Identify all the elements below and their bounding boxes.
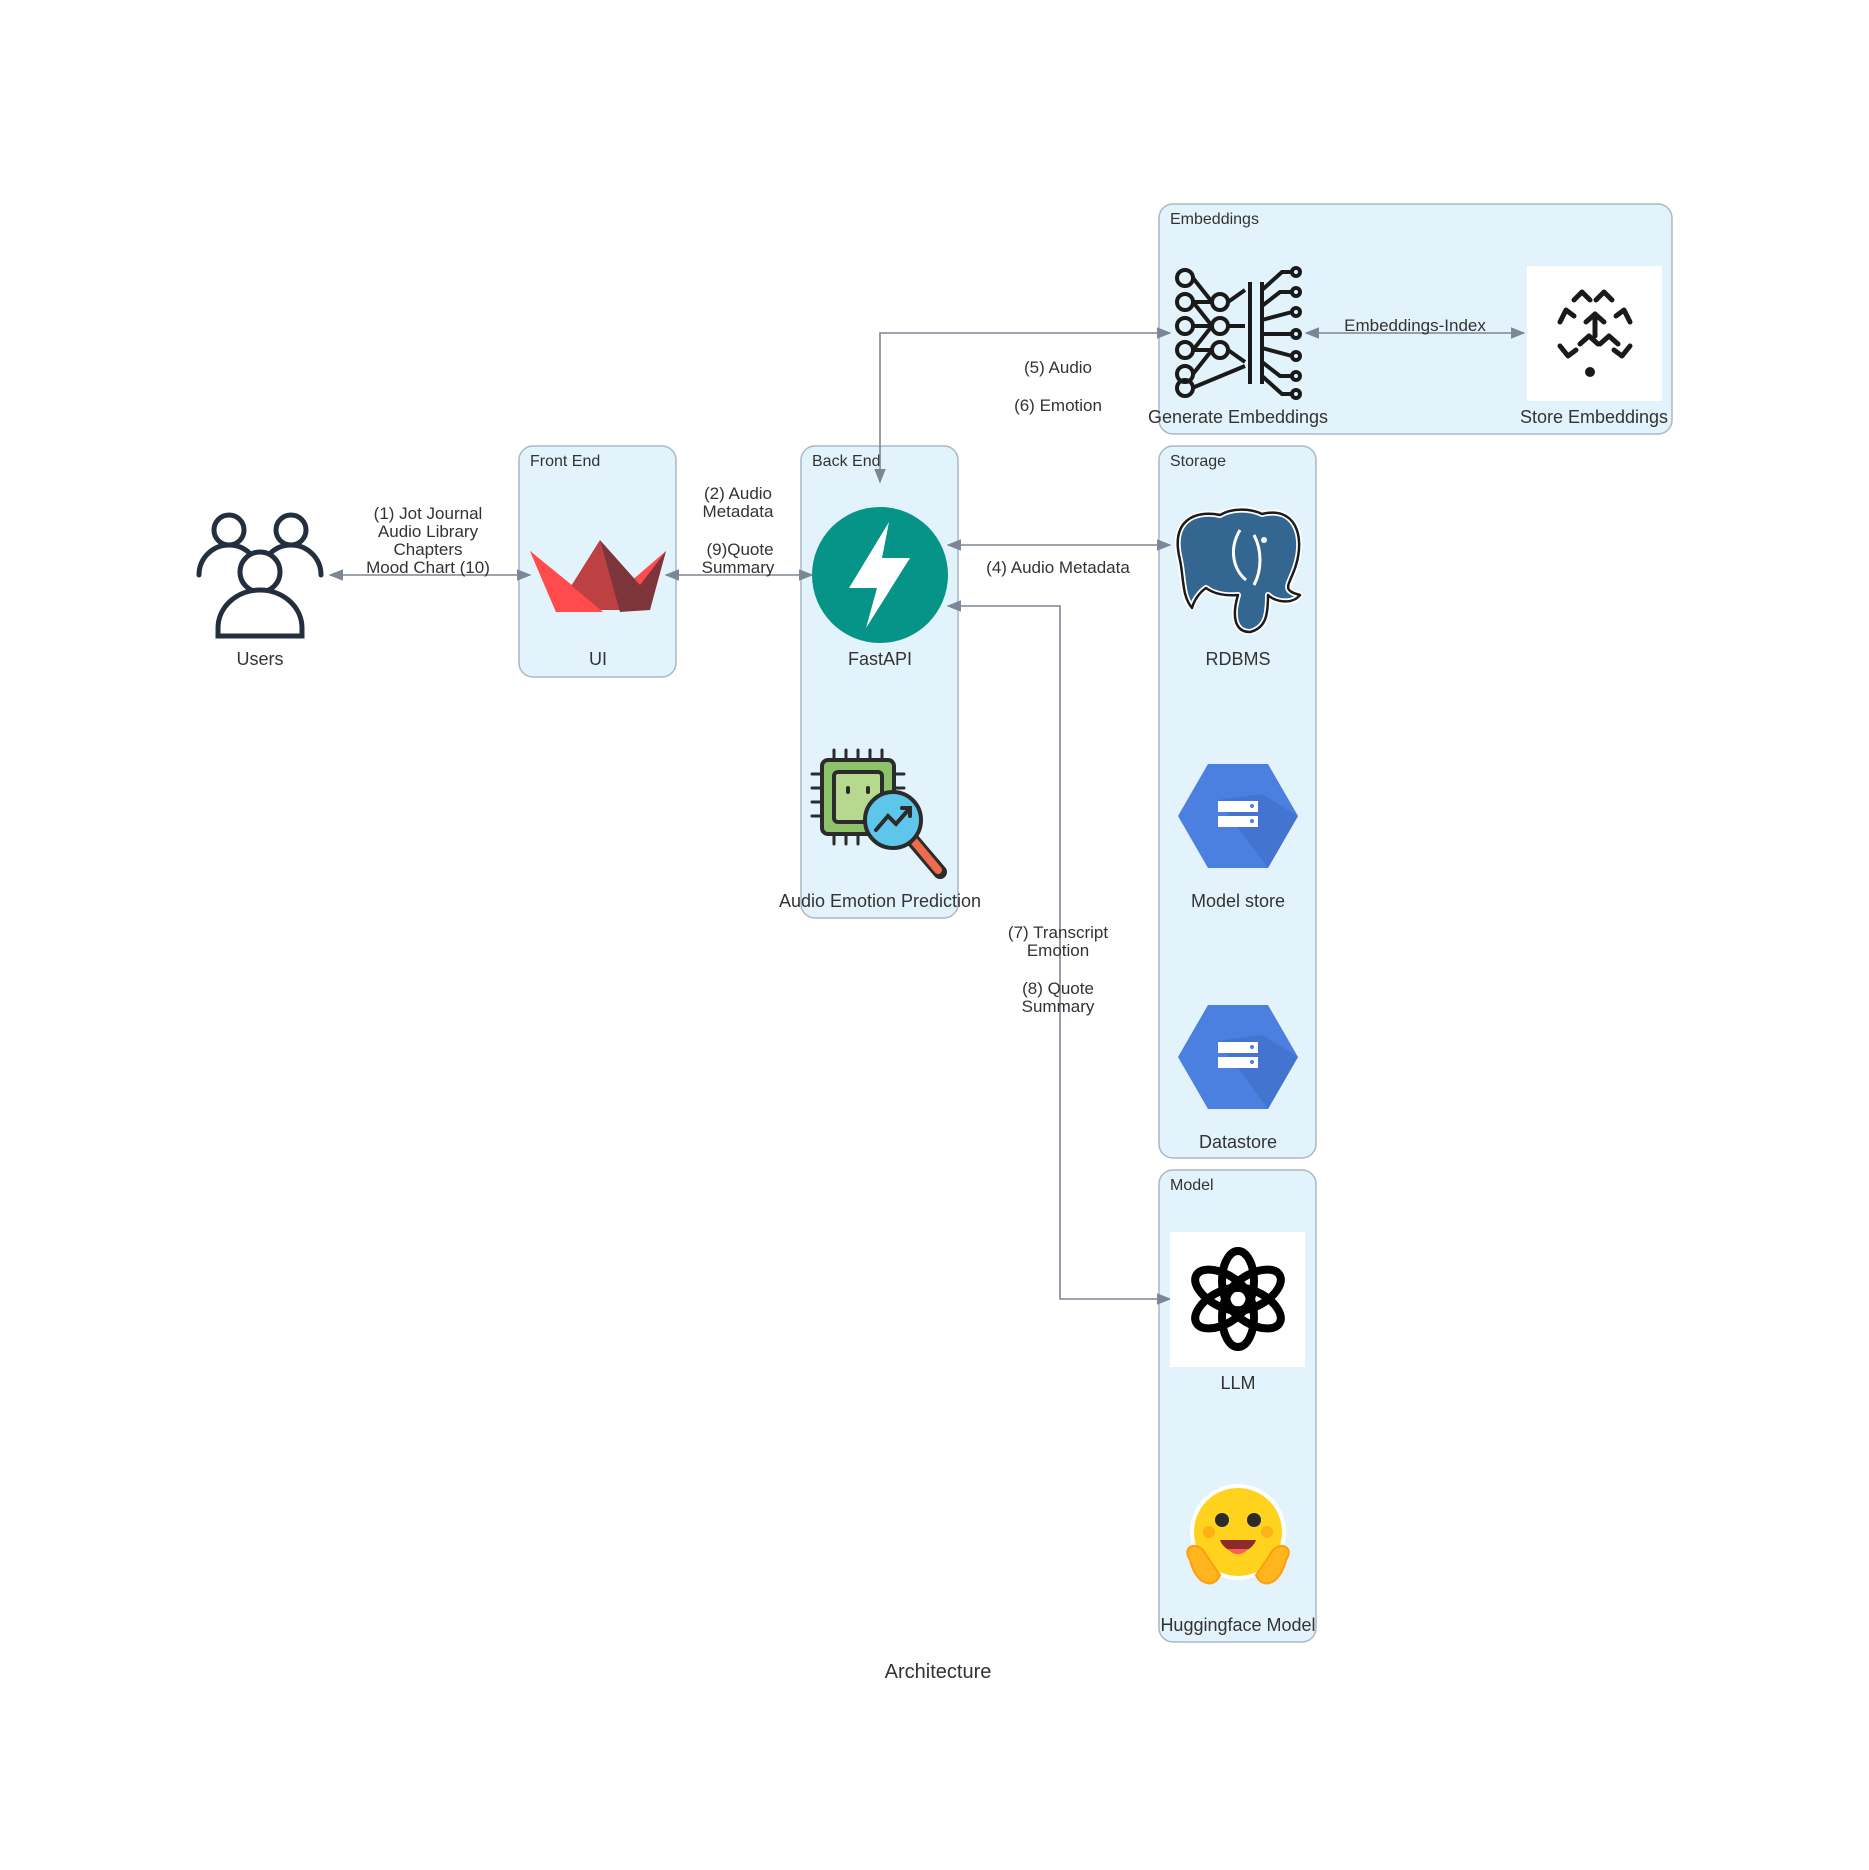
edge-label-ui-api-2: Metadata xyxy=(703,502,774,521)
hugging-face-icon xyxy=(1186,1484,1290,1585)
cluster-storage-label: Storage xyxy=(1170,453,1226,470)
edge-fastapi-llm xyxy=(946,600,1172,1305)
emotion-label: Audio Emotion Prediction xyxy=(779,891,981,911)
edge-label-emotion: (6) Emotion xyxy=(1014,396,1102,415)
cluster-embeddings-label: Embeddings xyxy=(1170,211,1259,228)
edge-label-ui-api-4: Summary xyxy=(702,558,775,577)
model-store-label: Model store xyxy=(1191,891,1285,911)
node-datastore[interactable]: Datastore xyxy=(1178,1005,1298,1152)
openai-knot-icon xyxy=(1191,1247,1285,1351)
edge-label-transcript-1: (7) Transcript xyxy=(1008,923,1108,942)
node-ui[interactable]: UI xyxy=(530,540,666,669)
ui-label: UI xyxy=(589,649,607,669)
vector-store-icon xyxy=(1557,289,1633,359)
node-rdbms[interactable]: RDBMS xyxy=(1174,506,1303,669)
storage-hexagon-icon xyxy=(1178,1005,1298,1109)
edge-label-quote-2: Summary xyxy=(1022,997,1095,1016)
edge-label-users-ui-4: Mood Chart (10) xyxy=(366,558,490,577)
cluster-front-end-label: Front End xyxy=(530,453,600,470)
postgres-elephant-icon xyxy=(1174,506,1303,635)
node-hf[interactable]: Huggingface Model xyxy=(1160,1484,1316,1635)
edge-label-ui-api-3: (9)Quote xyxy=(706,540,773,559)
node-users[interactable]: Users xyxy=(196,512,324,669)
llm-label: LLM xyxy=(1220,1373,1255,1393)
edge-label-quote-1: (8) Quote xyxy=(1022,979,1094,998)
edge-fastapi-embeddings xyxy=(874,327,1172,484)
node-emotion[interactable]: Audio Emotion Prediction xyxy=(779,748,981,911)
neural-network-icon xyxy=(1175,266,1302,400)
edge-label-users-ui-2: Audio Library xyxy=(378,522,479,541)
rdbms-label: RDBMS xyxy=(1205,649,1270,669)
cluster-back-end-label: Back End xyxy=(812,453,880,470)
edge-label-ui-api-1: (2) Audio xyxy=(704,484,772,503)
node-llm[interactable]: LLM xyxy=(1170,1232,1305,1393)
edge-label-embeddings-index: Embeddings-Index xyxy=(1344,316,1486,335)
hf-label: Huggingface Model xyxy=(1160,1615,1315,1635)
users-icon xyxy=(196,512,324,639)
streamlit-boat-icon xyxy=(530,540,666,612)
users-label: Users xyxy=(236,649,283,669)
store-embeddings-label: Store Embeddings xyxy=(1520,407,1668,427)
storage-hexagon-icon xyxy=(1178,764,1298,868)
edge-label-users-ui-3: Chapters xyxy=(394,540,463,559)
cluster-model-label: Model xyxy=(1170,1177,1214,1194)
lightning-bolt-icon xyxy=(812,507,948,643)
node-model-store[interactable]: Model store xyxy=(1178,764,1298,911)
node-fastapi[interactable]: FastAPI xyxy=(812,507,948,669)
node-store-embeddings[interactable]: Store Embeddings xyxy=(1520,266,1668,427)
gen-embeddings-label: Generate Embeddings xyxy=(1148,407,1328,427)
datastore-label: Datastore xyxy=(1199,1132,1277,1152)
edge-label-users-ui-1: (1) Jot Journal xyxy=(374,504,483,523)
edge-label-audio: (5) Audio xyxy=(1024,358,1092,377)
edge-label-audio-metadata: (4) Audio Metadata xyxy=(986,558,1130,577)
edges xyxy=(328,327,1526,1305)
vector-store-dot xyxy=(1585,367,1595,377)
chip-magnifier-icon xyxy=(810,748,947,879)
edge-label-transcript-2: Emotion xyxy=(1027,941,1089,960)
diagram-title: Architecture xyxy=(885,1661,992,1683)
fastapi-label: FastAPI xyxy=(848,649,912,669)
node-gen-embeddings[interactable]: Generate Embeddings xyxy=(1148,266,1328,427)
